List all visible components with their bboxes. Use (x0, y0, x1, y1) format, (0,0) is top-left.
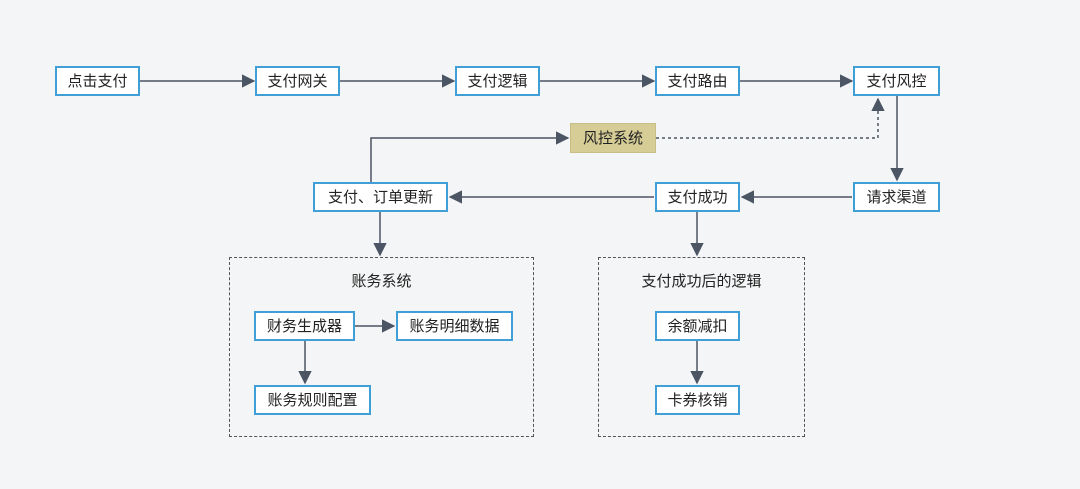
node-coupon-writeoff: 卡券核销 (655, 385, 740, 415)
node-pay-logic: 支付逻辑 (455, 66, 540, 96)
node-finance-generator: 财务生成器 (254, 311, 355, 341)
node-balance-deduct: 余额减扣 (655, 311, 740, 341)
node-update-order: 支付、订单更新 (313, 182, 448, 212)
node-pay-risk: 支付风控 (853, 66, 940, 96)
node-account-rules: 账务规则配置 (254, 385, 371, 415)
accounting-system-title: 账务系统 (351, 272, 412, 290)
arrow-update-to-risk-system (370, 131, 570, 182)
post-success-logic-title: 支付成功后的逻辑 (641, 272, 762, 290)
node-click-pay: 点击支付 (55, 66, 140, 96)
post-success-logic-group: 支付成功后的逻辑 (598, 257, 805, 437)
accounting-system-group: 账务系统 (229, 257, 534, 437)
arrow-risk-system-to-risk (656, 97, 885, 139)
node-pay-route: 支付路由 (655, 66, 740, 96)
node-pay-success: 支付成功 (655, 182, 740, 212)
node-request-channel: 请求渠道 (853, 182, 940, 212)
node-pay-gateway: 支付网关 (255, 66, 340, 96)
node-account-detail: 账务明细数据 (396, 311, 513, 341)
node-risk-system: 风控系统 (570, 123, 656, 153)
